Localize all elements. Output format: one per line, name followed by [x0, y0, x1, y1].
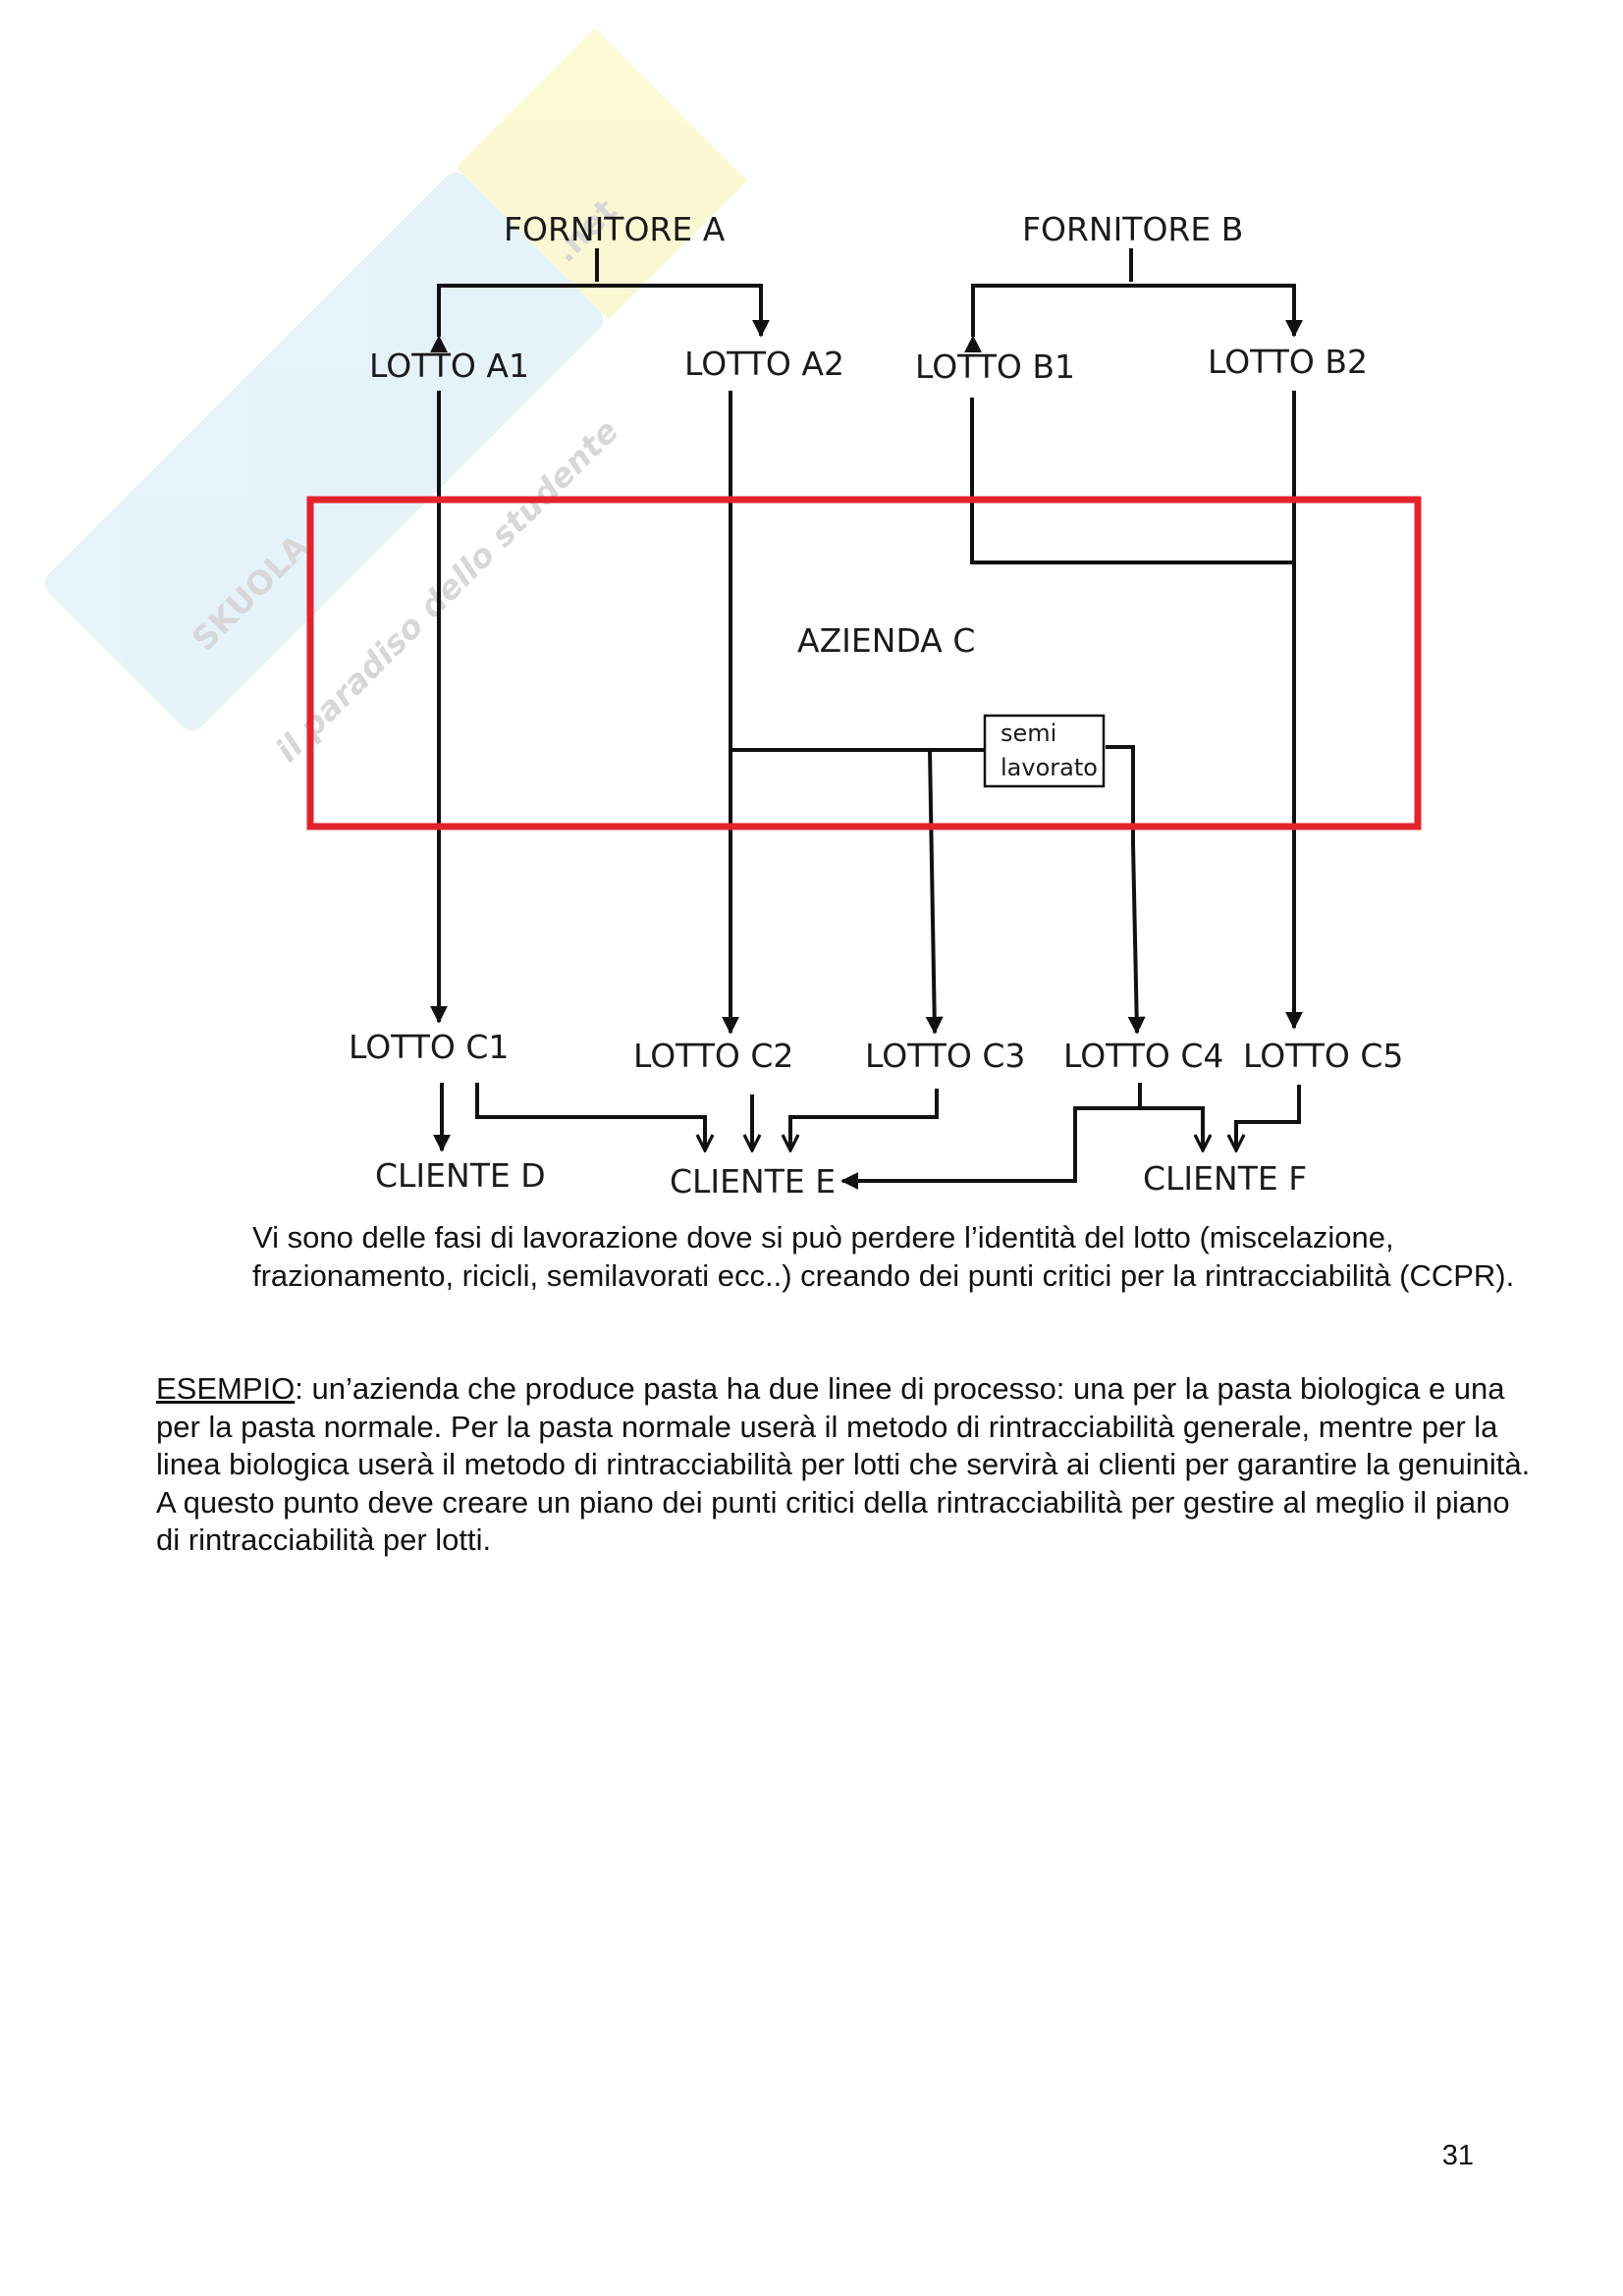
lot-b2-label: LOTTO B2: [1208, 343, 1368, 381]
lot-a2-label: LOTTO A2: [684, 345, 844, 383]
lot-c2-label: LOTTO C2: [633, 1037, 793, 1075]
lot-a1-label: LOTTO A1: [369, 347, 529, 385]
connectors: [430, 248, 1303, 1190]
client-d-label: CLIENTE D: [375, 1156, 546, 1195]
lot-b1-label: LOTTO B1: [915, 347, 1075, 386]
client-e-label: CLIENTE E: [670, 1162, 836, 1201]
supplier-b-label: FORNITORE B: [1022, 210, 1243, 248]
watermark: SKUOLA .net il paradiso dello studente: [44, 27, 748, 770]
supplier-a-label: FORNITORE A: [504, 210, 726, 248]
lot-c1-label: LOTTO C1: [349, 1028, 509, 1066]
traceability-diagram: SKUOLA .net il paradiso dello studente: [44, 27, 1422, 1201]
company-label: AZIENDA C: [797, 621, 975, 660]
semi-product-box: [983, 714, 1106, 788]
paragraph-example: ESEMPIO: un’azienda che produce pasta ha…: [156, 1370, 1531, 1560]
paragraph-critical-points: Vi sono delle fasi di lavorazione dove s…: [252, 1220, 1515, 1293]
lot-c3-label: LOTTO C3: [865, 1037, 1025, 1075]
example-label: ESEMPIO: [156, 1371, 296, 1406]
lot-c4-label: LOTTO C4: [1063, 1037, 1223, 1075]
company-boundary: [306, 496, 1422, 830]
page-number: 31: [1441, 2140, 1474, 2171]
paragraph-plan: A questo punto deve creare un piano dei …: [156, 1484, 1510, 1558]
client-f-label: CLIENTE F: [1143, 1159, 1307, 1198]
lot-c5-label: LOTTO C5: [1243, 1037, 1403, 1075]
semi-product-label-2: lavorato: [1001, 754, 1098, 781]
semi-product-label-1: semi: [1001, 720, 1056, 747]
example-text: : un’azienda che produce pasta ha due li…: [156, 1371, 1531, 1481]
